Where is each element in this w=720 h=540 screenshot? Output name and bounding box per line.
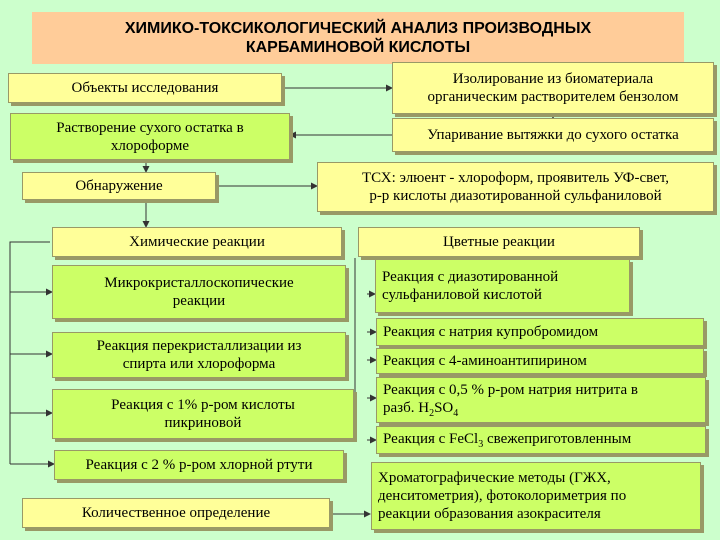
aminoantipyrine-label: Реакция с 4-аминоантипирином [383, 353, 587, 369]
tlc-line-1: ТСХ: элюент - хлороформ, проявитель УФ-с… [362, 170, 669, 186]
chromato-line-2: денситометрия), фотоколориметрия по [378, 488, 627, 504]
mercury-box: Реакция с 2 % р-ром хлорной ртути [54, 450, 344, 480]
dissolution-line-1: Растворение сухого остатка в [56, 119, 244, 136]
recryst-line-2: спирта или хлороформа [122, 356, 276, 372]
isolation-line-1: Изолирование из биоматериала [452, 71, 654, 87]
picric-line-1: Реакция с 1% р-ром кислоты [111, 397, 295, 413]
dissolution-box: Растворение сухого остатка в хлороформе [10, 113, 290, 160]
diazo-line-2: сульфаниловой кислотой [382, 287, 542, 303]
nitrite-2c: SO [434, 399, 454, 416]
evaporation-box: Упаривание вытяжки до сухого остатка [392, 118, 714, 152]
fecl-a: Реакция с FeCl [383, 430, 479, 447]
fecl-c: свежеприготовленным [483, 430, 632, 447]
micro-line-1: Микрокристаллоскопические [104, 275, 294, 291]
nitrite-2d: 4 [453, 407, 459, 419]
nitrite-2b: 2 [429, 407, 435, 419]
color-reactions-box: Цветные реакции [358, 227, 640, 257]
cuprobromide-label: Реакция с натрия купробромидом [383, 324, 599, 340]
picric-box: Реакция с 1% р-ром кислоты пикриновой [52, 389, 354, 439]
fecl-b: 3 [478, 438, 484, 450]
objects-box: Объекты исследования [8, 73, 282, 103]
chromato-line-3: реакции образования азокрасителя [378, 506, 601, 522]
color-reactions-label: Цветные реакции [443, 234, 555, 250]
dissolution-line-2: хлороформе [110, 137, 190, 154]
mercury-label: Реакция с 2 % р-ром хлорной ртути [85, 457, 313, 473]
cuprobromide-box: Реакция с натрия купробромидом [376, 318, 704, 346]
micro-line-2: реакции [172, 293, 226, 309]
micro-box: Микрокристаллоскопические реакции [52, 265, 346, 319]
chem-reactions-label: Химические реакции [129, 234, 265, 250]
nitrite-2a: разб. H [383, 399, 430, 416]
diazo-line-1: Реакция с диазотированной [382, 269, 559, 285]
quant-label: Количественное определение [81, 505, 271, 521]
tlc-line-2: р-р кислоты диазотированной сульфанилово… [369, 188, 662, 204]
nitrite-line-1: Реакция с 0,5 % р-ром натрия нитрита в [383, 381, 638, 398]
diazo-box: Реакция с диазотированной сульфаниловой … [375, 259, 630, 313]
chromato-line-1: Хроматографические методы (ГЖХ, [378, 470, 611, 486]
detection-label: Обнаружение [75, 178, 163, 194]
title-line-2: КАРБАМИНОВОЙ КИСЛОТЫ [245, 39, 471, 56]
diagram-title: ХИМИКО-ТОКСИКОЛОГИЧЕСКИЙ АНАЛИЗ ПРОИЗВОД… [32, 12, 684, 64]
chromato-box: Хроматографические методы (ГЖХ, денситом… [371, 462, 701, 530]
chem-reactions-box: Химические реакции [52, 227, 342, 257]
tlc-box: ТСХ: элюент - хлороформ, проявитель УФ-с… [317, 162, 714, 212]
picric-line-2: пикриновой [164, 415, 242, 431]
quant-box: Количественное определение [22, 498, 330, 528]
recryst-box: Реакция перекристаллизации из спирта или… [52, 332, 346, 378]
aminoantipyrine-box: Реакция с 4-аминоантипирином [376, 348, 704, 374]
chem-bracket-line [9, 241, 50, 464]
recryst-line-1: Реакция перекристаллизации из [96, 338, 302, 354]
nitrite-line-2: разб. H2SO4 [383, 399, 638, 420]
title-line-1: ХИМИКО-ТОКСИКОЛОГИЧЕСКИЙ АНАЛИЗ ПРОИЗВОД… [124, 19, 592, 37]
fecl-label: Реакция с FeCl3 свежеприготовленным [383, 430, 631, 451]
detection-box: Обнаружение [22, 172, 216, 200]
isolation-box: Изолирование из биоматериала органически… [392, 62, 714, 114]
fecl-box: Реакция с FeCl3 свежеприготовленным [376, 426, 706, 454]
objects-label: Объекты исследования [71, 80, 219, 96]
evaporation-label: Упаривание вытяжки до сухого остатка [427, 127, 679, 143]
isolation-line-2: органическим растворителем бензолом [427, 89, 679, 105]
nitrite-box: Реакция с 0,5 % р-ром натрия нитрита в р… [376, 377, 706, 423]
